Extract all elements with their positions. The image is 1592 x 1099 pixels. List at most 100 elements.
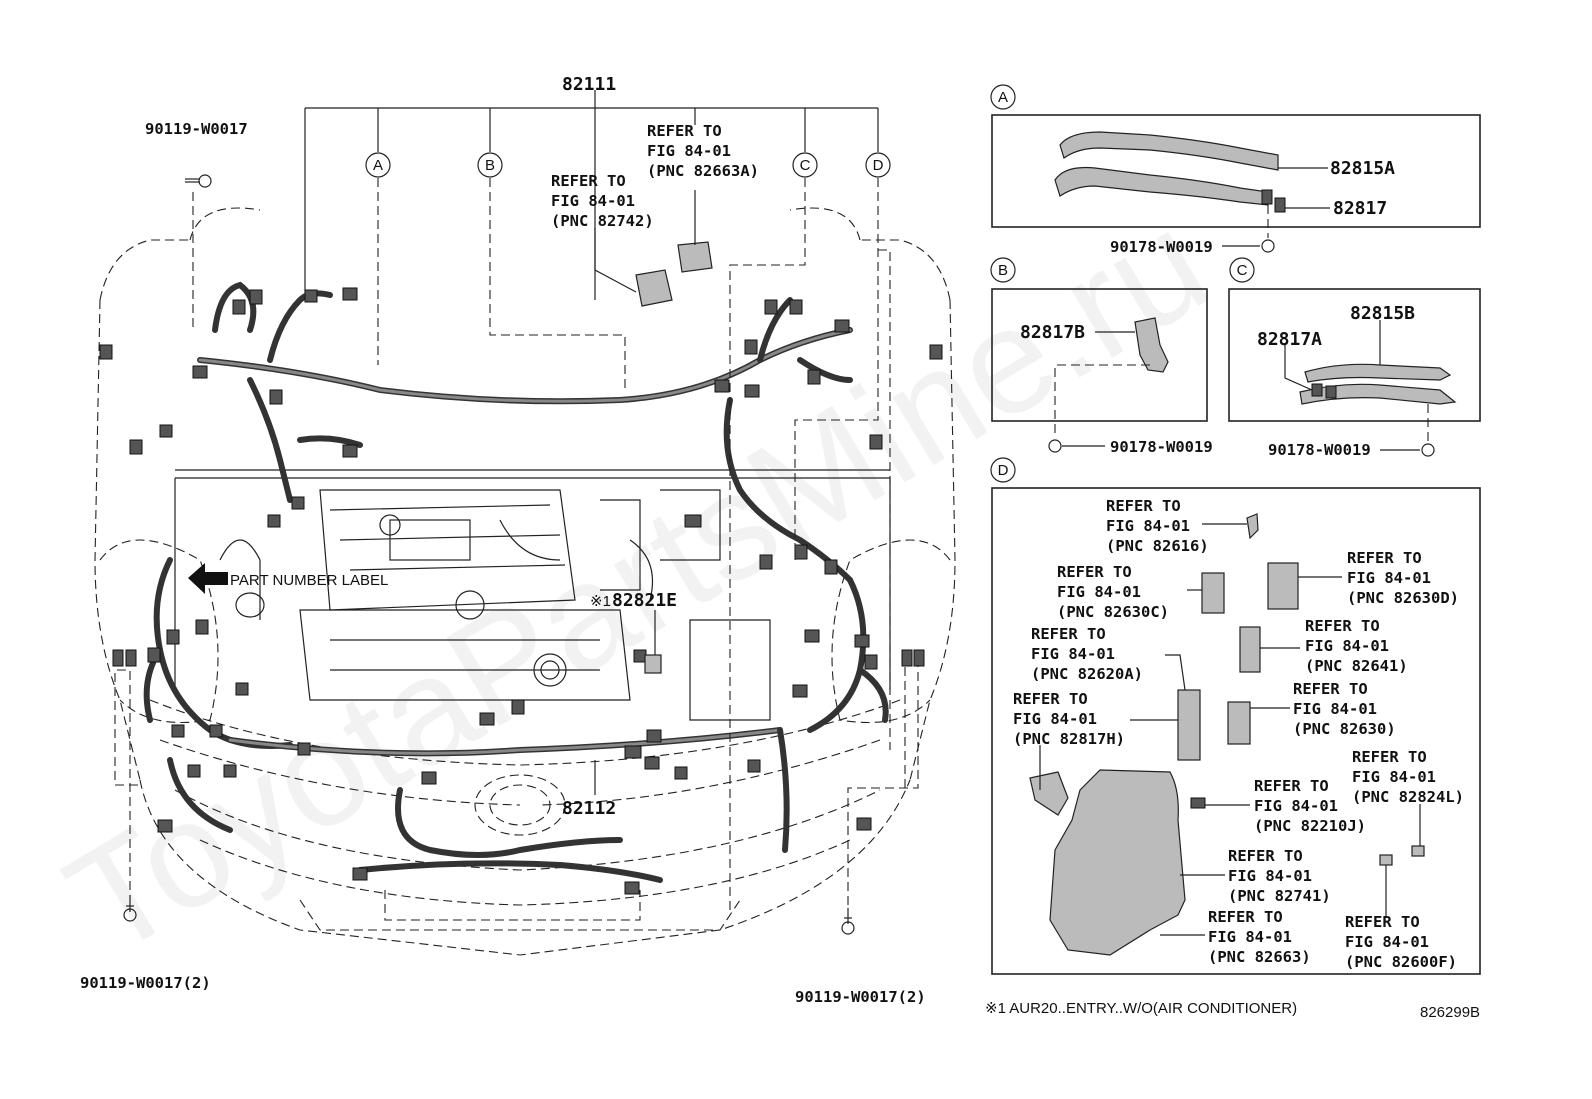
svg-text:FIG 84-01: FIG 84-01 — [1345, 933, 1429, 951]
svg-text:(PNC 82817H): (PNC 82817H) — [1013, 730, 1125, 748]
svg-text:FIG 84-01: FIG 84-01 — [1208, 928, 1292, 946]
svg-text:C: C — [800, 157, 811, 174]
svg-text:(PNC 82824L): (PNC 82824L) — [1352, 788, 1464, 806]
svg-text:REFER TO: REFER TO — [1305, 617, 1380, 635]
svg-text:D: D — [998, 462, 1009, 479]
svg-text:B: B — [485, 157, 495, 174]
refer-82663A: REFER TO FIG 84-01 (PNC 82663A) — [647, 122, 759, 180]
ref-82630D: REFER TO FIG 84-01 (PNC 82630D) — [1347, 549, 1459, 607]
svg-text:REFER TO: REFER TO — [1013, 690, 1088, 708]
svg-text:REFER TO: REFER TO — [1293, 680, 1368, 698]
svg-text:REFER TO: REFER TO — [1031, 625, 1106, 643]
label-bolt-C: 90178-W0019 — [1268, 441, 1371, 459]
figure-code: 826299B — [1420, 1004, 1480, 1021]
svg-text:REFER TO: REFER TO — [647, 122, 722, 140]
svg-text:REFER TO: REFER TO — [1254, 777, 1329, 795]
bolt-90119-top — [185, 174, 212, 188]
label-82817: 82817 — [1333, 198, 1387, 219]
svg-text:(PNC 82616): (PNC 82616) — [1106, 537, 1209, 555]
wire-harness-82112 — [167, 727, 790, 883]
ref-82817H: REFER TO FIG 84-01 (PNC 82817H) — [1013, 690, 1125, 748]
callout-C: C — [792, 152, 818, 178]
svg-text:FIG 84-01: FIG 84-01 — [1057, 583, 1141, 601]
svg-text:(PNC 82600F): (PNC 82600F) — [1345, 953, 1457, 971]
svg-text:FIG 84-01: FIG 84-01 — [1352, 768, 1436, 786]
callout-D: D — [865, 152, 891, 178]
svg-text:REFER TO: REFER TO — [1228, 847, 1303, 865]
ref-82210J: REFER TO FIG 84-01 (PNC 82210J) — [1254, 777, 1366, 835]
svg-text:(PNC 82741): (PNC 82741) — [1228, 887, 1331, 905]
svg-text:(PNC 82630D): (PNC 82630D) — [1347, 589, 1459, 607]
part-number-label-arrow — [188, 563, 228, 594]
callout-A: A — [365, 152, 391, 178]
label-bolt-A: 90178-W0019 — [1110, 238, 1213, 256]
ref-82741: REFER TO FIG 84-01 (PNC 82741) — [1228, 847, 1331, 905]
ref-82663: REFER TO FIG 84-01 (PNC 82663) — [1208, 908, 1311, 966]
svg-text:REFER TO: REFER TO — [1106, 497, 1181, 515]
svg-text:REFER TO: REFER TO — [551, 172, 626, 190]
svg-text:FIG 84-01: FIG 84-01 — [1293, 700, 1377, 718]
detail-box-B: B 82817B 90178-W0019 — [990, 257, 1213, 456]
note-mark-1: ※1 — [590, 593, 611, 610]
ref-82616: REFER TO FIG 84-01 (PNC 82616) — [1106, 497, 1209, 555]
label-82111: 82111 — [562, 74, 616, 95]
label-82815B: 82815B — [1350, 303, 1415, 324]
engine-sketch — [219, 489, 771, 721]
svg-text:A: A — [373, 157, 383, 174]
part-number-label-text: PART NUMBER LABEL — [230, 572, 388, 589]
svg-text:FIG 84-01: FIG 84-01 — [1031, 645, 1115, 663]
ref-82630C: REFER TO FIG 84-01 (PNC 82630C) — [1057, 563, 1169, 621]
svg-text:FIG 84-01: FIG 84-01 — [1228, 867, 1312, 885]
svg-text:(PNC 82620A): (PNC 82620A) — [1031, 665, 1143, 683]
svg-text:(PNC 82663A): (PNC 82663A) — [647, 162, 759, 180]
label-82817A: 82817A — [1257, 329, 1322, 350]
refer-82742: REFER TO FIG 84-01 (PNC 82742) — [551, 172, 654, 230]
svg-text:D: D — [873, 157, 884, 174]
ref-82824L: REFER TO FIG 84-01 (PNC 82824L) — [1352, 748, 1464, 806]
svg-text:A: A — [998, 89, 1008, 106]
svg-text:REFER TO: REFER TO — [1345, 913, 1420, 931]
ref-82630: REFER TO FIG 84-01 (PNC 82630) — [1293, 680, 1396, 738]
svg-text:(PNC 82630C): (PNC 82630C) — [1057, 603, 1169, 621]
svg-text:REFER TO: REFER TO — [1208, 908, 1283, 926]
svg-text:REFER TO: REFER TO — [1057, 563, 1132, 581]
footnote: ※1 AUR20..ENTRY..W/O(AIR CONDITIONER) — [985, 1000, 1297, 1017]
svg-text:REFER TO: REFER TO — [1347, 549, 1422, 567]
svg-text:REFER TO: REFER TO — [1352, 748, 1427, 766]
label-82817B: 82817B — [1020, 322, 1085, 343]
svg-text:FIG 84-01: FIG 84-01 — [551, 192, 635, 210]
callout-B: B — [477, 152, 503, 178]
detail-box-C: C 82815B 82817A 90178-W0019 — [1228, 257, 1481, 459]
svg-text:(PNC 82663): (PNC 82663) — [1208, 948, 1311, 966]
svg-text:FIG 84-01: FIG 84-01 — [1254, 797, 1338, 815]
svg-text:FIG 84-01: FIG 84-01 — [1013, 710, 1097, 728]
ref-82600F: REFER TO FIG 84-01 (PNC 82600F) — [1345, 913, 1457, 971]
svg-text:FIG 84-01: FIG 84-01 — [1347, 569, 1431, 587]
label-bolt-top: 90119-W0017 — [145, 120, 248, 138]
bolt-90119-bottom-left — [123, 895, 137, 922]
label-bolt-bottom-right: 90119-W0017(2) — [795, 988, 926, 1006]
svg-text:FIG 84-01: FIG 84-01 — [1106, 517, 1190, 535]
label-82821E: 82821E — [612, 590, 677, 611]
label-82815A: 82815A — [1330, 158, 1395, 179]
label-bolt-bottom-left: 90119-W0017(2) — [80, 974, 211, 992]
label-82112: 82112 — [562, 798, 616, 819]
bolt-90119-bottom-right — [841, 908, 855, 935]
svg-text:B: B — [998, 262, 1008, 279]
svg-text:FIG 84-01: FIG 84-01 — [1305, 637, 1389, 655]
detail-box-D: D REFER TO FIG 84-01 (PNC 82616) — [990, 457, 1481, 975]
vehicle-outline — [94, 207, 956, 956]
svg-text:FIG 84-01: FIG 84-01 — [647, 142, 731, 160]
ref-82641: REFER TO FIG 84-01 (PNC 82641) — [1305, 617, 1408, 675]
ref-82620A: REFER TO FIG 84-01 (PNC 82620A) — [1031, 625, 1143, 683]
svg-text:(PNC 82630): (PNC 82630) — [1293, 720, 1396, 738]
detail-box-A: A 82815A 82817 90178-W0019 — [990, 84, 1481, 256]
svg-text:(PNC 82210J): (PNC 82210J) — [1254, 817, 1366, 835]
svg-text:C: C — [1237, 262, 1248, 279]
svg-text:(PNC 82641): (PNC 82641) — [1305, 657, 1408, 675]
svg-text:(PNC 82742): (PNC 82742) — [551, 212, 654, 230]
label-bolt-B: 90178-W0019 — [1110, 438, 1213, 456]
leaders-82111 — [114, 90, 919, 910]
connectors — [99, 241, 943, 895]
